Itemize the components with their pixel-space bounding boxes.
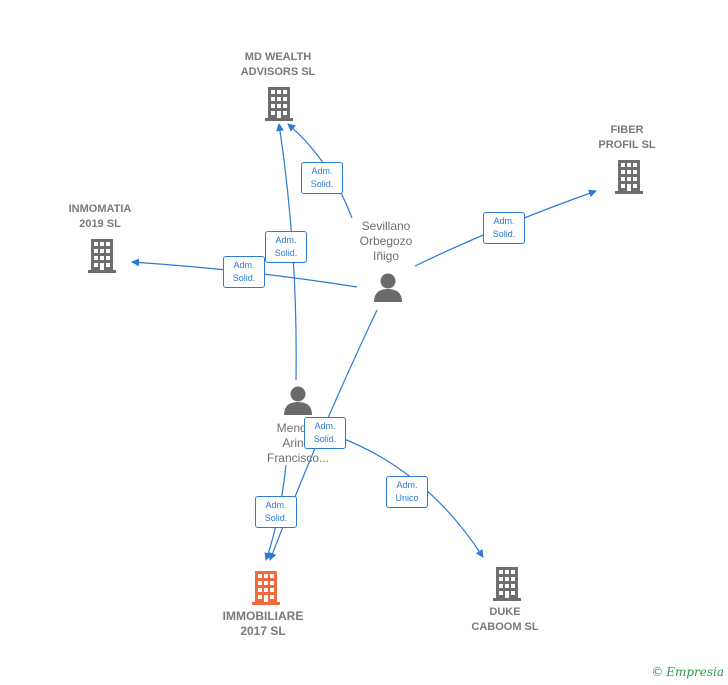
edge-role-line: Solid. [310,179,334,189]
edge-role-line: Adm. [311,166,333,176]
person-name-line: Francisco... [266,451,329,465]
company-label-immobiliare[interactable]: IMMOBILIARE 2017 SL [193,609,333,639]
edge-role-line: Adm. [265,500,287,510]
person-name-line: Sevillano [361,219,411,233]
edge-role-line: Unico [395,493,419,503]
copyright-icon: © [651,665,664,679]
edge-label-md-wealth-sevillano[interactable]: Adm. Solid. [301,162,343,194]
company-name-line: PROFIL SL [598,139,656,151]
edge-label-duke-caboom[interactable]: Adm. Unico [386,476,428,508]
company-name-line: MD WEALTH [244,51,312,63]
company-name-line: ADVISORS SL [240,66,316,78]
building-icon-duke-caboom [493,567,521,601]
edge-role-line: Solid. [232,273,256,283]
brand-name: Empresia [666,665,724,679]
company-name-line: DUKE [489,606,521,618]
edge-role-line: Solid. [274,248,298,258]
building-icon-md-wealth [265,87,293,121]
edge-role-line: Adm. [396,480,418,490]
edge-role-line: Adm. [233,260,255,270]
person-icon-sevillano [374,273,402,302]
person-name-line: Iñigo [372,249,400,263]
edge-label-md-wealth-mendi[interactable]: Adm. Solid. [265,231,307,263]
company-name-line: FIBER [610,124,644,136]
company-name-line: IMMOBILIARE [222,609,304,623]
building-icon-fiber-profil [615,160,643,194]
company-label-inmomatia[interactable]: INMOMATIA 2019 SL [30,202,170,232]
edge-label-immobiliare-sevillano[interactable]: Adm. Solid. [304,417,346,449]
edge-label-inmomatia[interactable]: Adm. Solid. [223,256,265,288]
edge-role-line: Adm. [314,421,336,431]
edge-role-line: Solid. [492,229,516,239]
edge-role-line: Adm. [275,235,297,245]
company-label-md-wealth[interactable]: MD WEALTH ADVISORS SL [208,50,348,80]
company-name-line: 2017 SL [240,624,286,638]
person-name-line: Orbegozo [359,234,413,248]
edge-label-fiber-profil[interactable]: Adm. Solid. [483,212,525,244]
company-name-line: CABOOM SL [471,621,539,633]
company-label-fiber-profil[interactable]: FIBER PROFIL SL [557,123,697,153]
edge-role-line: Solid. [264,513,288,523]
edge-role-line: Solid. [313,434,337,444]
brand-footer[interactable]: ©Empresia [651,665,724,679]
building-icon-inmomatia [88,239,116,273]
company-name-line: INMOMATIA [68,203,132,215]
company-name-line: 2019 SL [79,218,121,230]
edges [131,123,597,561]
company-label-duke-caboom[interactable]: DUKE CABOOM SL [435,605,575,635]
edge-role-line: Adm. [493,216,515,226]
person-icon-mendi [284,386,312,415]
edge-label-immobiliare-mendi[interactable]: Adm. Solid. [255,496,297,528]
building-icon-immobiliare [252,571,280,605]
person-label-sevillano[interactable]: Sevillano Orbegozo Iñigo [331,219,441,264]
